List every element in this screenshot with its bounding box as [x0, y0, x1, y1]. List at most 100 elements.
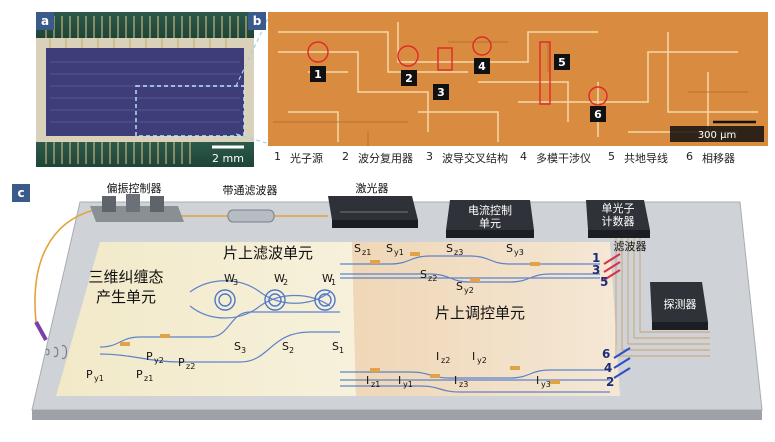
label-py1: P	[86, 368, 93, 381]
output-1: 1	[592, 251, 600, 265]
label-w3-sub: 3	[233, 278, 238, 287]
label-pz2-sub: z2	[186, 362, 195, 371]
label-iz1: I	[366, 374, 369, 387]
zoom-region	[135, 85, 245, 137]
entangle-region	[56, 242, 356, 396]
label-w1-sub: 1	[331, 278, 336, 287]
label-iy3-sub: y3	[541, 380, 551, 389]
zoom-connectors	[236, 13, 271, 145]
control-region	[352, 242, 620, 396]
label-sz3: S	[446, 242, 453, 255]
label-sy1: S	[386, 242, 393, 255]
legend-text-5: 共地导线	[624, 152, 668, 165]
label-filter: 滤波器	[614, 240, 647, 253]
label-spd-1: 单光子	[602, 201, 635, 215]
label-s2: S	[282, 340, 289, 353]
output-2: 2	[606, 375, 614, 389]
legend-num-2: 2	[342, 150, 349, 163]
panel-label-c: c	[12, 184, 30, 202]
panel-label-b: b	[248, 12, 266, 30]
legend-num-3: 3	[426, 150, 433, 163]
marker-4: 4	[478, 60, 486, 73]
label-sy2-sub: y2	[464, 286, 474, 295]
label-sz3-sub: z3	[454, 248, 463, 257]
legend-text-4: 多模干涉仪	[536, 152, 591, 165]
grating-coupler	[34, 321, 68, 360]
panel-c: c	[10, 181, 770, 438]
label-s1-sub: 1	[339, 346, 344, 355]
marker-2: 2	[405, 72, 413, 85]
legend-num-6: 6	[686, 150, 693, 163]
label-w2: W	[274, 272, 285, 285]
label-iz2: I	[436, 350, 439, 363]
label-s3: S	[234, 340, 241, 353]
legend-text-3: 波导交叉结构	[442, 152, 508, 165]
label-current-control-2: 单元	[479, 217, 501, 230]
label-iz2-sub: z2	[441, 356, 450, 365]
label-laser: 激光器	[356, 182, 389, 195]
bandpass-filter	[227, 209, 275, 223]
label-sy3-sub: y3	[514, 248, 524, 257]
polarization-controller	[90, 194, 184, 222]
label-py2-sub: y2	[154, 356, 164, 365]
label-pz1-sub: z1	[144, 374, 153, 383]
output-5: 5	[600, 275, 608, 289]
label-sy3: S	[506, 242, 513, 255]
label-s2-sub: 2	[289, 346, 294, 355]
label-w2-sub: 2	[283, 278, 288, 287]
label-s1: S	[332, 340, 339, 353]
label-s3-sub: 3	[241, 346, 246, 355]
output-3: 3	[592, 263, 600, 277]
panel-b: 1 2 3 4 5 6 300 μm b	[248, 12, 768, 146]
label-spd-2: 计数器	[602, 215, 635, 228]
scale-label: 2 mm	[212, 152, 244, 165]
label-iy3: I	[536, 374, 539, 387]
panel-a: 2 mm a	[36, 12, 254, 167]
legend-num-4: 4	[520, 150, 527, 163]
legend-num-5: 5	[608, 150, 615, 163]
spd-box	[586, 200, 650, 238]
current-control-box	[446, 200, 534, 238]
detector-box	[650, 282, 708, 330]
label-entangle-2: 产生单元	[96, 288, 156, 306]
label-sy1-sub: y1	[394, 248, 404, 257]
label-w1: W	[322, 272, 333, 285]
component-legend: 1 光子源 2 波分复用器 3 波导交叉结构 4 多模干涉仪 5 共地导线 6 …	[268, 146, 766, 168]
legend-text-6: 相移器	[702, 152, 735, 165]
label-entangle-1: 三维纠缠态	[88, 268, 163, 286]
label-sz1-sub: z1	[362, 248, 371, 257]
legend-num-1: 1	[274, 150, 281, 163]
output-4: 4	[604, 361, 612, 375]
laser-box	[328, 196, 418, 228]
label-iz3: I	[454, 374, 457, 387]
micrograph: 1 2 3 4 5 6 300 μm	[268, 12, 768, 146]
label-iy2-sub: y2	[477, 356, 487, 365]
label-iy1: I	[398, 374, 401, 387]
marker-1: 1	[314, 68, 322, 81]
label-w3: W	[224, 272, 235, 285]
label-py1-sub: y1	[94, 374, 104, 383]
label-onchip-filter: 片上滤波单元	[223, 244, 313, 262]
label-iy1-sub: y1	[403, 380, 413, 389]
scale-label-b: 300 μm	[698, 130, 736, 141]
label-detector: 探测器	[664, 298, 697, 311]
label-iz1-sub: z1	[371, 380, 380, 389]
label-sy2: S	[456, 280, 463, 293]
setup-schematic: 偏振控制器 带通滤波器 激光器 电流控制 单元 单光子 计数器 滤波器 探测器 …	[31, 181, 763, 420]
label-py2: P	[146, 350, 153, 363]
label-iy2: I	[472, 350, 475, 363]
label-bandpass-filter: 带通滤波器	[223, 184, 278, 197]
label-sz2: S	[420, 268, 427, 281]
label-pz1: P	[136, 368, 143, 381]
output-6: 6	[602, 347, 610, 361]
label-sz2-sub: z2	[428, 274, 437, 283]
panel-label-a: a	[36, 12, 54, 30]
label-current-control-1: 电流控制	[468, 203, 512, 217]
label-iz3-sub: z3	[459, 380, 468, 389]
marker-5: 5	[558, 56, 566, 69]
legend-text-1: 光子源	[290, 152, 323, 165]
marker-6: 6	[594, 108, 602, 121]
chip-photo: 2 mm	[36, 12, 254, 167]
label-control-unit: 片上调控单元	[435, 304, 525, 322]
label-polarization-controller: 偏振控制器	[107, 182, 162, 195]
